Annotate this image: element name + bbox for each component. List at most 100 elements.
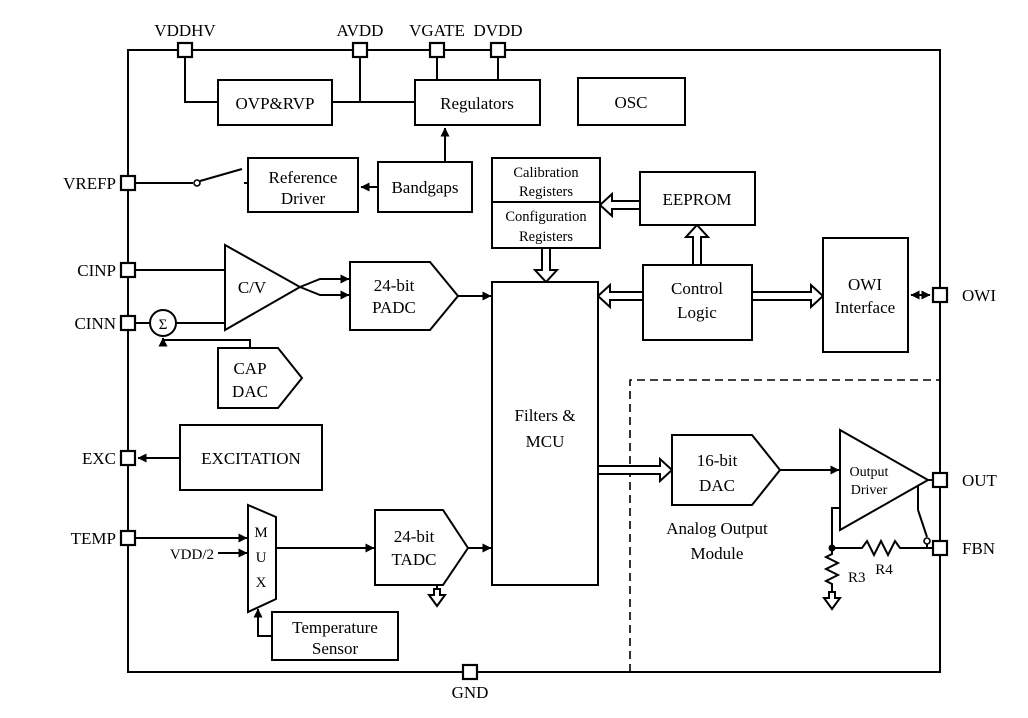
- bus-mcu-to-dac: [597, 456, 674, 484]
- cv-amplifier-block: [224, 243, 303, 332]
- dac-16bit-block: [671, 434, 782, 506]
- eeprom-label: EEPROM: [663, 190, 732, 209]
- wire-cv-padc-n: [299, 286, 350, 300]
- labels: VDDHV AVDD VGATE DVDD VREFP CINP CINN EX…: [63, 21, 997, 702]
- control-logic-label-1: Control: [671, 279, 723, 298]
- pin-gnd: [461, 663, 479, 681]
- output-driver-label-1: Output: [850, 465, 889, 480]
- temperature-sensor-label-1: Temperature: [292, 618, 378, 637]
- padc-label-2: PADC: [372, 298, 416, 317]
- cap-dac-label-2: DAC: [232, 382, 268, 401]
- tadc-label-1: 24-bit: [394, 527, 435, 546]
- control-logic-label-2: Logic: [677, 303, 717, 322]
- vdd-half-label: VDD/2: [170, 547, 214, 563]
- pin-cinn: [119, 314, 137, 332]
- osc-label: OSC: [614, 93, 647, 112]
- mux-label-m: M: [254, 525, 267, 541]
- configuration-registers-label-1: Configuration: [505, 209, 587, 225]
- excitation-block: [179, 424, 323, 491]
- output-driver-block: [839, 428, 931, 532]
- eeprom-block: [639, 171, 756, 226]
- reference-driver-label-2: Driver: [281, 189, 326, 208]
- wire-vddhv-ovp: [184, 57, 218, 103]
- padc-block: [349, 261, 460, 331]
- filters-mcu-block: [491, 281, 599, 586]
- wire-fbn-r4: [832, 538, 933, 558]
- osc-block: [577, 77, 686, 126]
- blocks: [149, 77, 931, 661]
- bus-control-to-mcu: [596, 282, 644, 310]
- r4-label: R4: [875, 562, 893, 578]
- r3-label: R3: [848, 570, 866, 586]
- owi-interface-label-2: Interface: [835, 298, 895, 317]
- pin-label-vgate: VGATE: [409, 21, 465, 40]
- pin-label-out: OUT: [962, 471, 998, 490]
- output-switch-lever: [917, 509, 928, 538]
- cap-dac-block: [217, 347, 304, 409]
- temperature-sensor-label-2: Sensor: [312, 639, 359, 658]
- pin-fbn: [931, 539, 949, 557]
- bus-eeprom-to-registers: [598, 191, 641, 219]
- wire-capdac-sigma: [158, 337, 251, 348]
- pin-vrefp: [119, 174, 137, 192]
- bus-control-to-eeprom: [683, 223, 711, 266]
- excitation-label: EXCITATION: [201, 449, 301, 468]
- pin-exc: [119, 449, 137, 467]
- wire-tempsensor-mux: [253, 608, 272, 637]
- pin-label-vrefp: VREFP: [63, 174, 116, 193]
- configuration-registers-label-2: Registers: [519, 229, 573, 245]
- bus-arrows: [532, 191, 825, 484]
- mux-label-x: X: [256, 575, 267, 591]
- wires: [135, 57, 933, 637]
- pins: [119, 41, 949, 681]
- regulators-block: [414, 79, 541, 126]
- ground-arrow-r3: [822, 591, 842, 611]
- calibration-registers-label-1: Calibration: [513, 165, 579, 181]
- analog-output-module-label-2: Module: [691, 544, 744, 563]
- wire-r3: [823, 548, 841, 592]
- pin-label-dvdd: DVDD: [473, 21, 522, 40]
- pin-label-owi: OWI: [962, 286, 996, 305]
- pin-vddhv: [176, 41, 194, 59]
- pin-label-fbn: FBN: [962, 539, 995, 558]
- output-driver-label-2: Driver: [851, 483, 888, 498]
- regulators-label: Regulators: [440, 94, 514, 113]
- pin-temp: [119, 529, 137, 547]
- pin-label-vddhv: VDDHV: [154, 21, 216, 40]
- pin-owi: [931, 286, 949, 304]
- padc-label-1: 24-bit: [374, 276, 415, 295]
- pin-label-avdd: AVDD: [337, 21, 384, 40]
- ovp-rvp-block: [217, 79, 333, 126]
- calibration-registers-label-2: Registers: [519, 184, 573, 200]
- owi-interface-label-1: OWI: [848, 275, 882, 294]
- pin-avdd: [351, 41, 369, 59]
- calibration-registers-block: [491, 157, 601, 203]
- dac-16bit-label-2: DAC: [699, 476, 735, 495]
- cv-amplifier-label: C/V: [238, 278, 267, 297]
- pin-label-temp: TEMP: [71, 529, 116, 548]
- summing-node: [149, 309, 177, 337]
- bandgaps-label: Bandgaps: [391, 178, 458, 197]
- bus-registers-to-mcu: [532, 247, 560, 284]
- configuration-registers-block: [491, 201, 601, 249]
- summing-node-label: Σ: [159, 317, 168, 333]
- filters-mcu-label-1: Filters &: [515, 406, 576, 425]
- bandgaps-block: [377, 161, 473, 213]
- pin-label-gnd: GND: [452, 683, 489, 702]
- owi-interface-block: [822, 237, 909, 353]
- pin-vgate: [428, 41, 446, 59]
- tadc-label-2: TADC: [392, 550, 437, 569]
- mux-label-u: U: [256, 550, 267, 566]
- pin-dvdd: [489, 41, 507, 59]
- temperature-sensor-block: [271, 611, 399, 661]
- switch-contact: [923, 537, 931, 545]
- wire-cv-padc-p: [299, 274, 350, 288]
- dac-16bit-label-1: 16-bit: [697, 451, 738, 470]
- pin-label-exc: EXC: [82, 449, 116, 468]
- bus-control-to-owi: [751, 282, 825, 310]
- tadc-block: [374, 509, 470, 586]
- pin-cinp: [119, 261, 137, 279]
- wire-feedback-input: [831, 507, 840, 548]
